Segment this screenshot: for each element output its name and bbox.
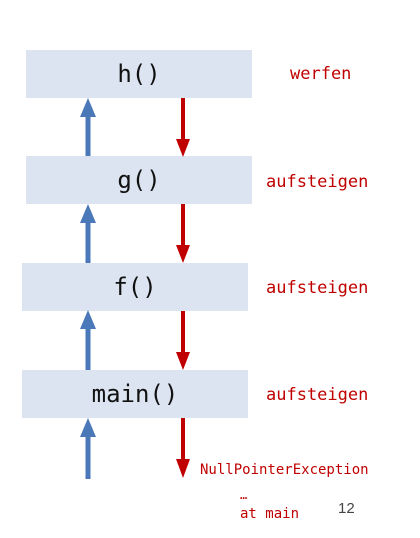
action-label-h: werfen [290,64,352,84]
action-label-g: aufsteigen [266,172,369,192]
page-number: 12 [338,500,355,517]
trace-line: at main [240,506,300,522]
action-label-main: aufsteigen [266,385,369,405]
down-arrow-1 [176,98,190,157]
down-arrow-4 [176,418,190,478]
stack-frame-f: f() [22,263,248,311]
exception-name: NullPointerException [200,462,369,478]
down-arrow-3 [176,311,190,370]
frame-label-f: f() [113,273,157,301]
up-arrow-1 [80,418,96,479]
down-arrow-2 [176,204,190,263]
up-arrow-4 [80,98,96,156]
frame-label-main: main() [91,380,179,408]
action-label-f: aufsteigen [266,278,369,298]
stack-frame-main: main() [22,370,248,418]
up-arrow-2 [80,310,96,370]
stack-frame-h: h() [26,50,252,98]
frame-label-h: h() [117,60,161,88]
frame-label-g: g() [117,166,161,194]
up-arrow-3 [80,204,96,263]
stack-frame-g: g() [26,156,252,204]
trace-ellipsis: … [240,488,248,502]
